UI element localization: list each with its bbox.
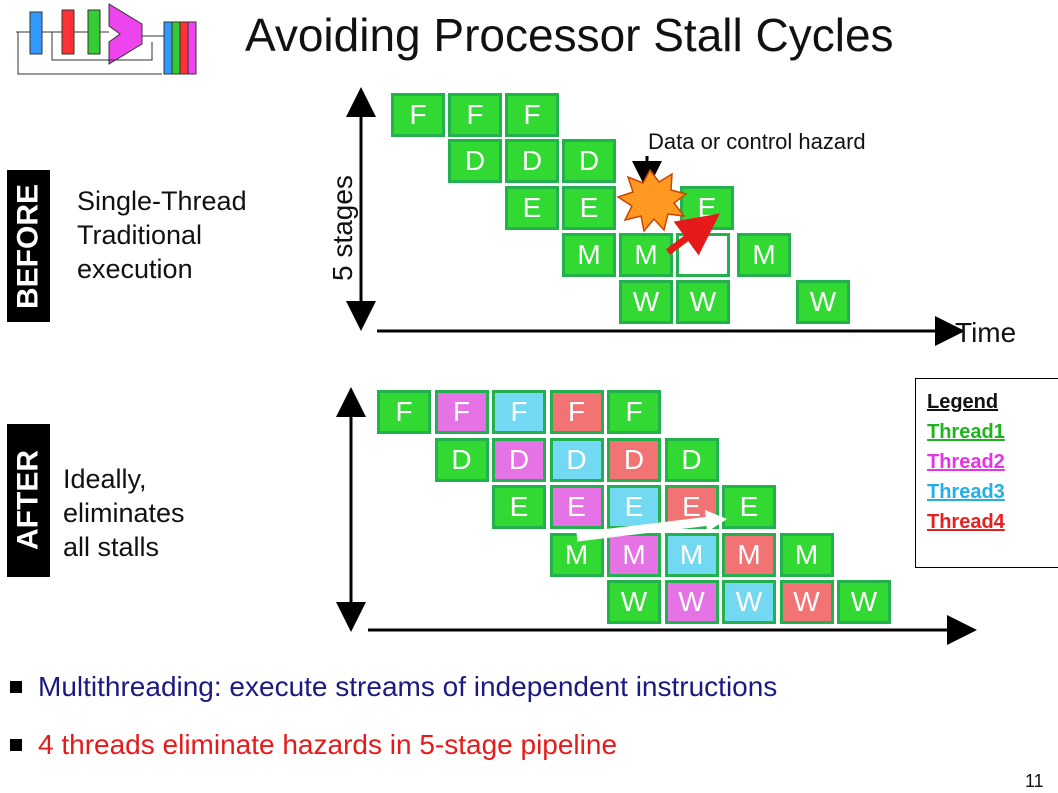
before-desc-line: Single-Thread <box>77 186 247 216</box>
no-stall-arrow <box>576 516 711 542</box>
bullet-square-icon <box>10 739 22 751</box>
stage-cell-E: E <box>549 485 604 529</box>
legend-item-thread2: Thread2 <box>927 451 1005 473</box>
time-axis-label: Time <box>955 317 1017 348</box>
stage-cell-F: F <box>391 93 445 137</box>
before-description: Single-Thread Traditional execution <box>77 184 247 286</box>
stage-cell-D: D <box>434 437 489 482</box>
stage-cell-D: D <box>492 437 546 482</box>
stage-cell-M: M <box>664 532 719 577</box>
stage-cell-D: D <box>664 437 719 482</box>
stage-cell-M: M <box>737 233 791 277</box>
stage-cell-M: M <box>562 233 616 277</box>
stage-cell-M: M <box>619 233 673 277</box>
stage-cell-D: D <box>607 437 661 482</box>
stage-cell-F: F <box>492 390 546 434</box>
stage-cell-E: E <box>722 485 776 529</box>
stage-cell-D: D <box>549 437 604 482</box>
stage-cell-M: M <box>549 532 604 577</box>
legend-box: Legend Thread1 Thread2 Thread3 Thread4 <box>915 378 1058 568</box>
stage-cell-D: D <box>505 139 559 183</box>
no-stall-arrowhead <box>705 510 727 532</box>
stage-cell-F: F <box>607 390 661 434</box>
stage-cell-M: M <box>779 532 834 577</box>
before-desc-line: execution <box>77 254 193 284</box>
stage-cell-E: E <box>607 485 661 529</box>
bullet-2: 4 threads eliminate hazards in 5-stage p… <box>10 729 617 761</box>
after-description: Ideally, eliminates all stalls <box>63 462 185 564</box>
legend-item-thread4: Thread4 <box>927 511 1005 533</box>
after-desc-line: eliminates <box>63 498 185 528</box>
hazard-label: Data or control hazard <box>648 129 866 154</box>
stage-cell-W: W <box>722 580 776 624</box>
pipeline-logo-icon <box>16 3 197 75</box>
stage-cell-F: F <box>434 390 489 434</box>
stage-cell-F: F <box>377 390 431 434</box>
bullet-text: 4 threads eliminate hazards in 5-stage p… <box>38 729 618 760</box>
stage-cell-E: E <box>505 186 559 230</box>
stage-cell-E: E <box>492 485 546 529</box>
bullet-1: Multithreading: execute streams of indep… <box>10 671 777 703</box>
stage-cell-M: M <box>607 532 661 577</box>
stage-cell-M: M <box>722 532 776 577</box>
legend-title: Legend <box>927 391 999 413</box>
stall-arrow <box>665 213 720 256</box>
bullet-square-icon <box>10 681 22 693</box>
stage-cell-W: W <box>796 280 850 324</box>
stage-cell-F: F <box>549 390 604 434</box>
stage-cell-E: E <box>562 186 616 230</box>
slide-title: Avoiding Processor Stall Cycles <box>245 9 894 61</box>
stage-cell-D: D <box>448 139 502 183</box>
stage-cell-W: W <box>676 280 730 324</box>
stage-cell-F: F <box>448 93 502 137</box>
after-desc-line: Ideally, <box>63 464 147 494</box>
after-desc-line: all stalls <box>63 532 160 562</box>
stage-cell-F: F <box>505 93 559 137</box>
stage-cell-W: W <box>619 280 673 324</box>
stage-cell-D: D <box>562 139 616 183</box>
stage-cell-W: W <box>664 580 719 624</box>
stage-cell-W: W <box>779 580 834 624</box>
before-desc-line: Traditional <box>77 220 203 250</box>
bullet-text: Multithreading: execute streams of indep… <box>38 671 778 702</box>
legend-item-thread1: Thread1 <box>927 421 1005 443</box>
stage-cell-W: W <box>607 580 661 624</box>
explosion-icon <box>616 168 688 233</box>
page-number: 11 <box>1025 771 1044 791</box>
stage-cell-W: W <box>837 580 891 624</box>
legend-item-thread3: Thread3 <box>927 481 1005 503</box>
